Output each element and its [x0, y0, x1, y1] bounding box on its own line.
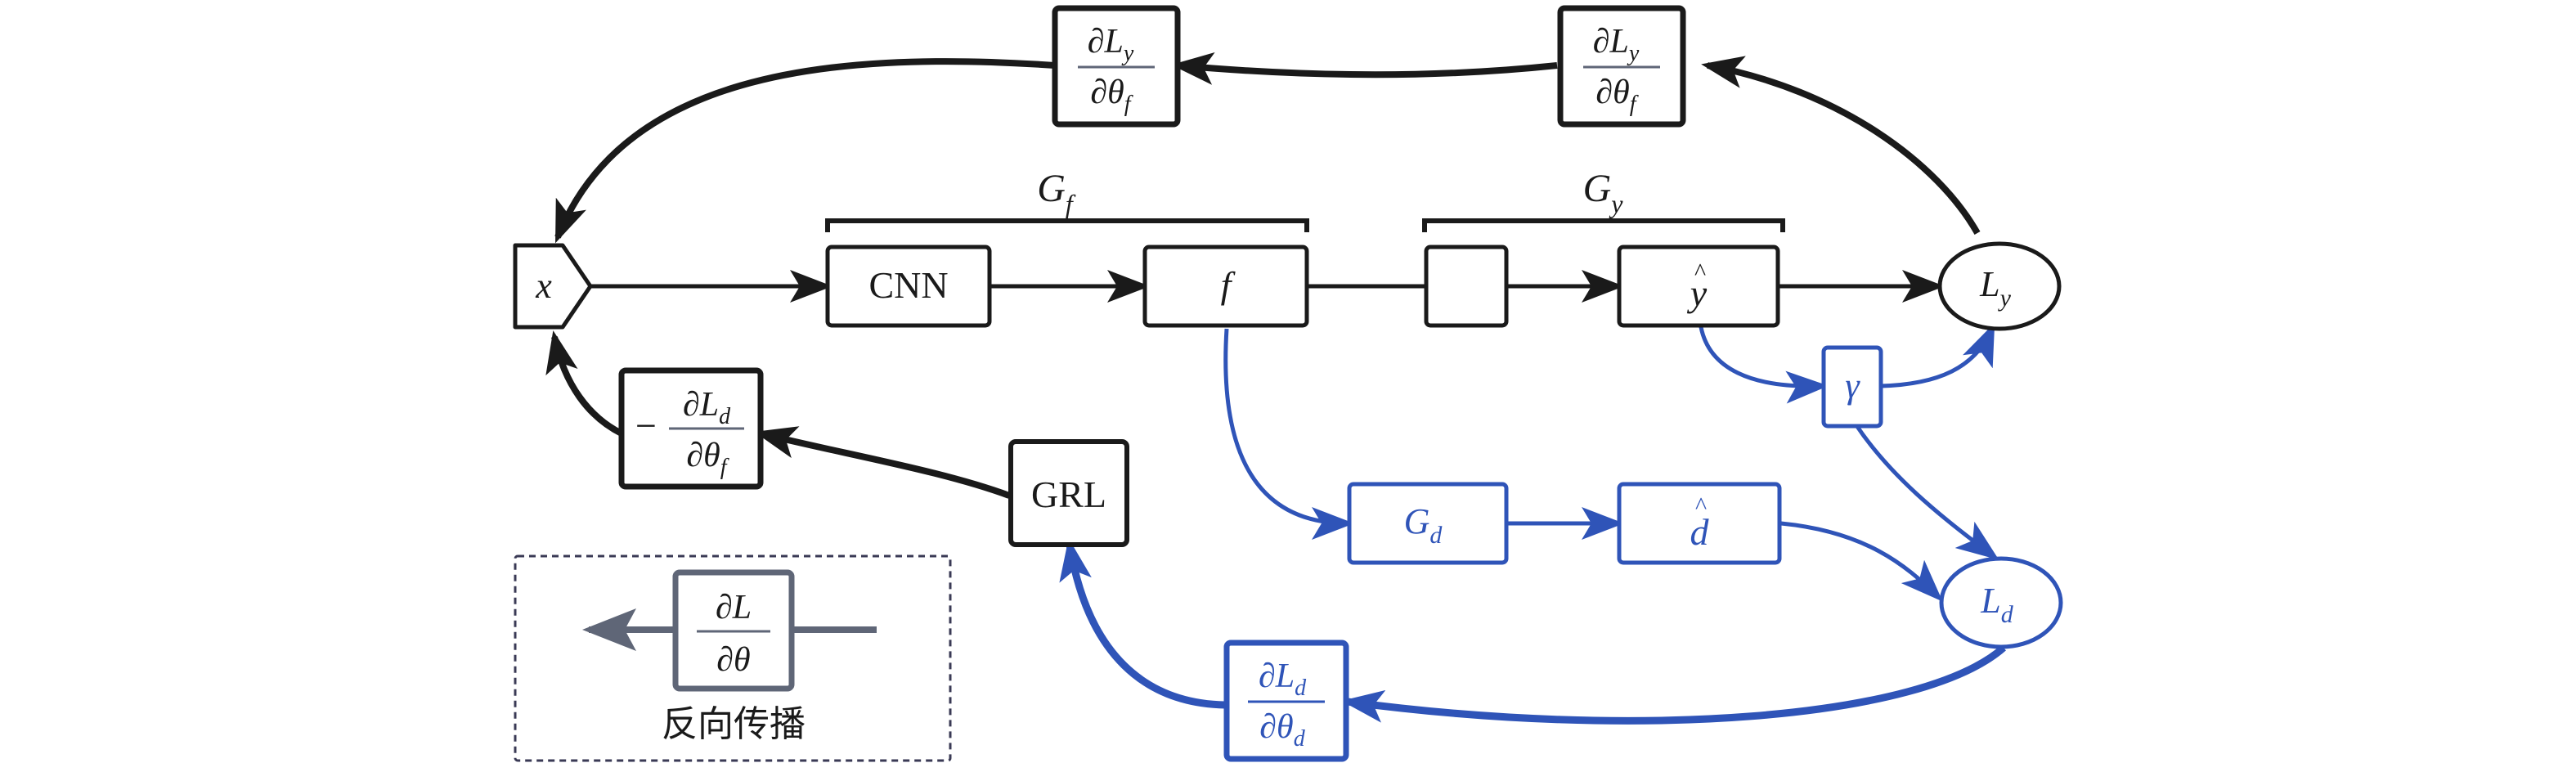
domain-prediction-d-hat[interactable]: ^ d	[1617, 482, 1782, 565]
gradient-box-domain[interactable]: ∂Ld ∂θd	[1223, 640, 1349, 762]
curve-grl-to-grad-neg	[754, 426, 1011, 499]
backward-curves	[545, 52, 1981, 499]
gradient-denominator: ∂θf	[1090, 74, 1133, 117]
legend-numerator: ∂L	[716, 589, 752, 626]
gradient-numerator: ∂Ly	[1593, 23, 1640, 66]
gradient-denominator: ∂θd	[1259, 708, 1305, 752]
bracket-gf-label: Gf	[1037, 167, 1076, 218]
legend-arrow-head-icon	[582, 608, 636, 651]
cnn-label: CNN	[868, 264, 948, 306]
feature-box-f[interactable]: f	[1142, 245, 1309, 328]
bracket-gf	[825, 218, 1309, 232]
gamma-label: γ	[1845, 366, 1860, 406]
ly-label: Ly	[1979, 264, 2011, 312]
curve-ly-to-grad-right	[1701, 56, 1981, 235]
legend-denominator: ∂θ	[716, 641, 750, 679]
y-hat-label: y	[1687, 272, 1708, 314]
curve-gamma-to-ld	[1854, 424, 1999, 560]
gradient-box-reversed[interactable]: − ∂Ld ∂θf	[618, 367, 764, 490]
gradient-numerator: ∂Ld	[1259, 658, 1307, 701]
bracket-gy	[1422, 218, 1785, 232]
domain-branch-arrows	[1223, 322, 1999, 602]
gradient-box-top-right[interactable]: ∂Ly ∂θf	[1557, 5, 1686, 128]
grl-label: GRL	[1031, 474, 1106, 515]
bracket-gy-label: Gy	[1583, 167, 1624, 218]
gradient-denominator: ∂θf	[686, 437, 729, 480]
gd-label: Gd	[1404, 501, 1443, 549]
curve-f-to-gd	[1223, 328, 1354, 540]
domain-classifier-gd[interactable]: Gd	[1347, 482, 1509, 565]
cnn-box[interactable]: CNN	[825, 245, 992, 328]
input-node-label: x	[535, 266, 552, 306]
negative-sign: −	[635, 405, 657, 447]
legend-caption: 反向传播	[662, 703, 806, 745]
domain-loss-ld[interactable]: Ld	[1939, 556, 2063, 649]
curve-grad-left-to-x	[554, 58, 1056, 244]
gradient-denominator: ∂θf	[1595, 74, 1638, 117]
prediction-box-y-hat[interactable]: ^ y	[1617, 245, 1780, 328]
label-loss-ly[interactable]: Ly	[1937, 241, 2062, 331]
input-node-x[interactable]: x	[513, 243, 593, 330]
curve-grad-neg-to-x	[545, 330, 623, 437]
d-hat-mark: ^	[1695, 492, 1707, 519]
d-hat-label: d	[1690, 511, 1710, 553]
gradient-numerator: ∂Ly	[1088, 23, 1134, 66]
curve-yhat-to-gamma	[1699, 326, 1829, 404]
label-predictor-box[interactable]	[1424, 245, 1509, 328]
legend: ∂L ∂θ 反向传播	[514, 554, 952, 762]
curve-grad-right-to-grad-left	[1171, 52, 1558, 85]
curve-grad-blue-to-grl	[1059, 538, 1226, 709]
domain-backward-curves	[1059, 538, 2006, 725]
gradient-reversal-layer[interactable]: GRL	[1008, 439, 1129, 547]
gamma-box[interactable]: γ	[1821, 345, 1883, 429]
gradient-box-top-left[interactable]: ∂Ly ∂θf	[1052, 5, 1181, 128]
ld-label: Ld	[1980, 581, 2013, 628]
gradient-numerator: ∂Ld	[683, 386, 731, 429]
curve-ld-to-grad-blue	[1341, 644, 2006, 725]
curve-dhat-to-ld	[1780, 521, 1943, 602]
curve-gamma-to-ly	[1880, 322, 1995, 388]
y-hat-mark: ^	[1694, 258, 1706, 285]
